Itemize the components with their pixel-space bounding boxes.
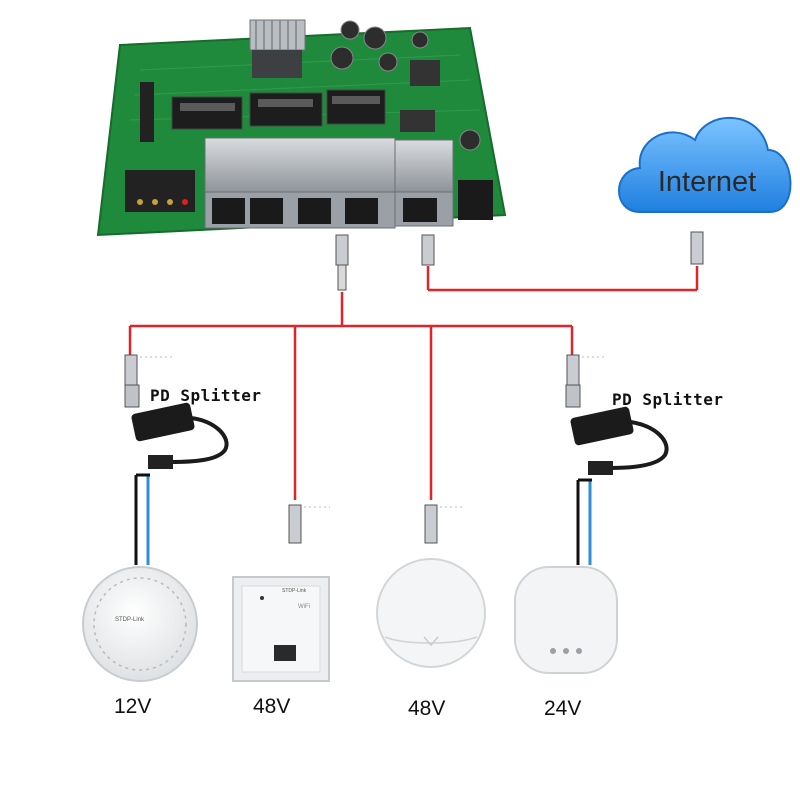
device-square-ap — [514, 566, 618, 674]
rj45-port-block — [204, 137, 493, 229]
device-brand-label: STDP-Link — [115, 617, 145, 623]
poe-cables — [128, 266, 699, 500]
device-ceiling-ap-round — [82, 566, 198, 682]
voltage-label-48v-wall: 48V — [253, 695, 291, 718]
wifi-badge: WiFi — [298, 604, 310, 610]
pd-splitter-left — [124, 384, 229, 565]
heatsink — [249, 19, 306, 78]
voltage-label-24v: 24V — [544, 697, 582, 720]
voltage-label-48v-round: 48V — [408, 697, 446, 720]
internet-cloud — [618, 117, 792, 213]
poe-switch-board — [96, 19, 507, 237]
pd-splitter-right — [565, 384, 669, 565]
pd-splitter-label-right: PD Splitter — [612, 390, 724, 409]
internet-label: Internet — [657, 166, 757, 198]
capacitors — [330, 20, 481, 151]
pin-header — [125, 82, 195, 212]
transformer-chips — [171, 89, 386, 130]
device-brand-label: STDP-Link — [282, 588, 307, 594]
device-round-ap — [376, 558, 486, 668]
device-wall-plate-ap — [232, 576, 330, 682]
rj45-plugs — [124, 231, 704, 544]
pd-splitter-label-left: PD Splitter — [150, 386, 262, 405]
voltage-label-12v: 12V — [114, 695, 152, 718]
